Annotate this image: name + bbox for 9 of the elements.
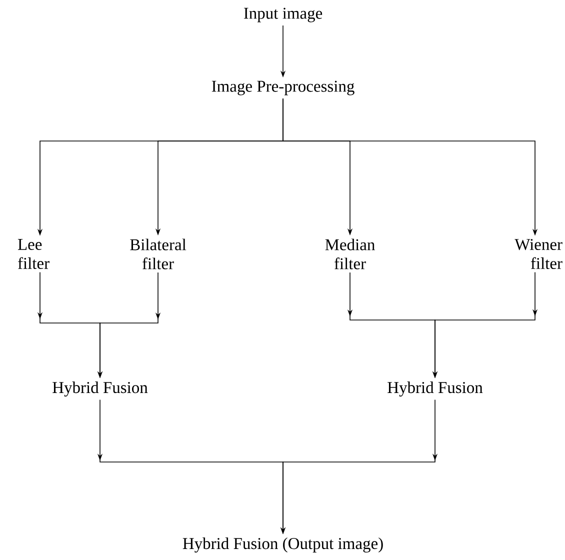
node-text: Hybrid Fusion: [52, 382, 148, 396]
node-text: Hybrid Fusion: [388, 382, 483, 396]
node-text: Median filter: [325, 238, 375, 270]
node-text: Hybrid Fusion (Output image): [182, 538, 383, 552]
node-text: Wiener filter: [514, 238, 562, 270]
node-text: Lee filter: [18, 239, 50, 269]
node-text: Input image: [244, 8, 322, 22]
node-text: Image Pre-processing: [212, 80, 354, 96]
node-text: Bilateral filter: [130, 238, 186, 270]
